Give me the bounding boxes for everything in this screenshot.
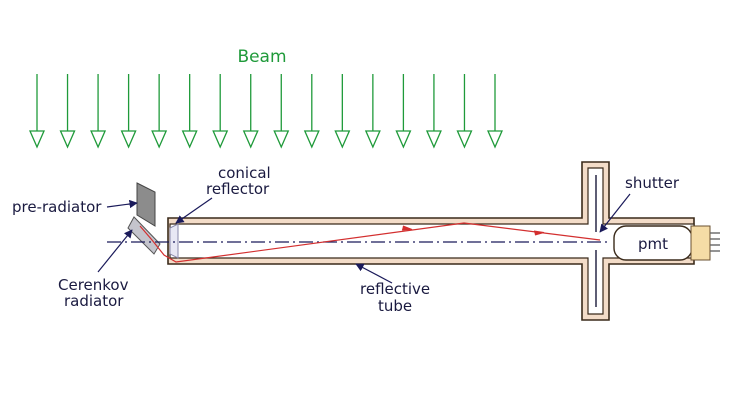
- pmt: pmt: [613, 225, 720, 261]
- conical-reflector-label-2: reflector: [206, 180, 270, 198]
- light-ray-arrow-2: [533, 230, 545, 236]
- reflective-tube-pointer: [355, 263, 393, 284]
- beam-arrow: [151, 74, 168, 149]
- beam-arrow: [456, 74, 473, 149]
- conical-reflector: [169, 223, 179, 259]
- beam-arrow: [242, 74, 259, 149]
- beam-arrow: [120, 74, 137, 149]
- beam-arrow: [425, 74, 442, 149]
- shutter-pointer: [599, 193, 631, 233]
- beam-arrow: [29, 74, 45, 149]
- cerenkov-radiator-pointer: [97, 229, 133, 273]
- beam-arrow: [273, 74, 290, 149]
- light-ray-arrow-1: [401, 225, 413, 231]
- beam-arrow: [487, 74, 503, 149]
- beam-arrow: [364, 74, 381, 149]
- pre-radiator: [136, 182, 156, 227]
- light-ray: [139, 222, 601, 263]
- cerenkov-radiator: [127, 216, 161, 255]
- reflective-tube-label-1: reflective: [360, 280, 430, 298]
- reflective-tube-label-2: tube: [378, 297, 412, 315]
- beam-arrow: [303, 74, 320, 149]
- conical-reflector-label-1: conical: [218, 164, 271, 182]
- beam-arrow: [59, 74, 76, 149]
- conical-reflector-pointer: [175, 197, 213, 224]
- beam-arrows: [29, 74, 503, 149]
- beam-arrow: [395, 74, 412, 149]
- beam-arrow: [334, 74, 351, 149]
- pre-radiator-label: pre-radiator: [12, 198, 102, 216]
- pre-radiator-pointer: [106, 199, 138, 209]
- cerenkov-radiator-label-1: Cerenkov: [58, 276, 129, 294]
- pmt-base: [690, 225, 711, 261]
- beam-label: Beam: [237, 47, 286, 67]
- beam-arrow: [90, 74, 107, 149]
- shutter-label: shutter: [625, 174, 680, 192]
- pmt-label: pmt: [638, 235, 668, 253]
- beam-arrow: [181, 74, 198, 149]
- cerenkov-radiator-label-2: radiator: [64, 292, 124, 310]
- beam-arrow: [212, 74, 229, 149]
